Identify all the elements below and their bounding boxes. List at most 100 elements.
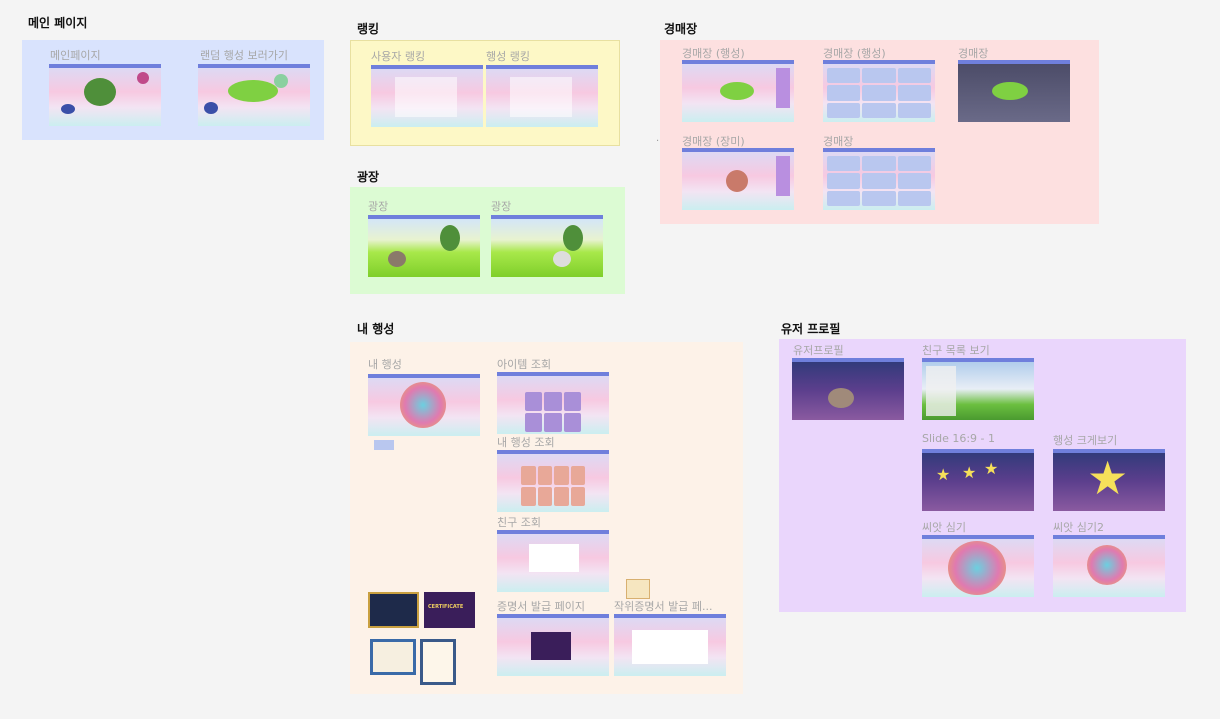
nav-bar: [1053, 449, 1165, 453]
nav-bar: [823, 60, 935, 64]
side-panel: [776, 156, 790, 196]
frame-plant-seed[interactable]: [922, 535, 1034, 597]
frame-auction-planet[interactable]: [682, 60, 794, 122]
star-icon: ★: [984, 459, 999, 478]
nav-bar: [497, 530, 609, 534]
certificate-scroll-icon: [626, 579, 650, 599]
certificate-purple: CERTIFICATE: [424, 592, 475, 628]
planet-icon: [948, 541, 1006, 595]
nav-bar: [792, 358, 904, 362]
item-grid: [525, 392, 581, 432]
section-title-profile: 유저 프로필: [781, 322, 841, 336]
auction-card-grid: [827, 68, 931, 118]
frame-item-view[interactable]: [497, 372, 609, 434]
certificate-blue: [370, 639, 416, 675]
frame-label: 사용자 랭킹: [371, 50, 426, 63]
nav-bar: [497, 450, 609, 454]
frame-label: 친구 조회: [497, 516, 541, 529]
section-title-ranking: 랭킹: [357, 22, 380, 36]
nav-bar: [922, 449, 1034, 453]
section-main: 메인페이지 랜덤 행성 보러가기: [22, 40, 324, 140]
character-icon: [388, 251, 406, 267]
frame-label: 작위증명서 발급 페...: [614, 600, 713, 613]
frame-auction-planet-list[interactable]: [823, 60, 935, 122]
frame-label: Slide 16:9 - 1: [922, 432, 996, 445]
nav-bar: [922, 358, 1034, 362]
frame-label: 경매장: [823, 135, 854, 148]
frame-plant-seed-2[interactable]: [1053, 535, 1165, 597]
section-title-main: 메인 페이지: [28, 16, 88, 30]
planet-icon: [1087, 545, 1127, 585]
nav-bar: [958, 60, 1070, 64]
frame-plaza-2[interactable]: [491, 215, 603, 277]
nav-bar: [1053, 535, 1165, 539]
section-title-plaza: 광장: [357, 170, 380, 184]
section-ranking: 사용자 랭킹 행성 랭킹: [350, 40, 620, 146]
section-title-my-planet: 내 행성: [357, 322, 395, 336]
nav-bar: [682, 60, 794, 64]
frame-main-page[interactable]: [49, 64, 161, 126]
auction-card-grid: [827, 156, 931, 206]
character-icon: [553, 251, 571, 267]
frame-slide[interactable]: ★ ★ ★: [922, 449, 1034, 511]
frame-label: 경매장: [958, 47, 989, 60]
frame-label: 씨앗 심기: [922, 521, 966, 534]
frame-auction-dark[interactable]: [958, 60, 1070, 122]
frame-label: 행성 크게보기: [1053, 434, 1118, 447]
section-profile: 유저프로필 친구 목록 보기 Slide 16:9 - 1 ★ ★ ★ 행성 크…: [779, 339, 1186, 612]
frame-label: 친구 목록 보기: [922, 344, 990, 357]
frame-label: 유저프로필: [793, 344, 844, 357]
certificate-portrait: [420, 639, 456, 685]
frame-label: 랜덤 행성 보러가기: [200, 49, 288, 62]
frame-label: 메인페이지: [50, 49, 101, 62]
planet-icon: [137, 72, 149, 84]
nav-bar: [614, 614, 726, 618]
ranking-table: [395, 77, 457, 117]
frame-friend-view[interactable]: [497, 530, 609, 592]
nav-bar: [49, 64, 161, 68]
frame-random-planet[interactable]: [198, 64, 310, 126]
nav-bar: [823, 148, 935, 152]
frame-label: 증명서 발급 페이지: [497, 600, 585, 613]
frame-label: 내 행성 조회: [497, 436, 555, 449]
frame-label: 내 행성: [368, 358, 402, 371]
frame-planet-zoom[interactable]: ★: [1053, 449, 1165, 511]
nav-bar: [198, 64, 310, 68]
section-my-planet: 내 행성 아이템 조회 내 행성 조회 친구 조회 CERTIFICATE 증명…: [350, 342, 743, 694]
frame-certificate-issue[interactable]: [497, 614, 609, 676]
issue-dialog: [632, 630, 708, 664]
frame-user-ranking[interactable]: [371, 65, 483, 127]
frame-auction-list[interactable]: [823, 148, 935, 210]
frame-my-planet-view[interactable]: [497, 450, 609, 512]
side-panel: [776, 68, 790, 108]
nav-bar: [371, 65, 483, 69]
planet-icon: [400, 382, 446, 428]
frame-my-planet[interactable]: [368, 374, 480, 436]
tree-icon: [440, 225, 460, 251]
nav-bar: [486, 65, 598, 69]
section-auction: 경매장 (행성) 경매장 (행성) 경매장 경매장 (장미) 경매장: [660, 40, 1099, 224]
frame-plaza-1[interactable]: [368, 215, 480, 277]
certificate-dark: [368, 592, 419, 628]
nav-bar: [491, 215, 603, 219]
nav-bar: [497, 614, 609, 618]
frame-label: 광장: [368, 200, 389, 213]
frame-friend-list[interactable]: [922, 358, 1034, 420]
certificate-preview: [531, 632, 571, 660]
frame-auction-rose[interactable]: [682, 148, 794, 210]
frame-label: 아이템 조회: [497, 358, 552, 371]
info-chip: [374, 440, 394, 450]
frame-planet-ranking[interactable]: [486, 65, 598, 127]
star-icon: ★: [936, 465, 951, 484]
friend-popup: [529, 544, 579, 572]
frame-user-profile[interactable]: [792, 358, 904, 420]
rose-icon: [726, 170, 748, 192]
frame-title-certificate-issue[interactable]: [614, 614, 726, 676]
planet-icon: [828, 388, 854, 408]
island-icon: [720, 82, 754, 100]
section-plaza: 광장 광장: [350, 187, 625, 294]
frame-label: 행성 랭킹: [486, 50, 530, 63]
star-icon: ★: [962, 463, 977, 482]
nav-bar: [368, 215, 480, 219]
frame-label: 광장: [491, 200, 512, 213]
